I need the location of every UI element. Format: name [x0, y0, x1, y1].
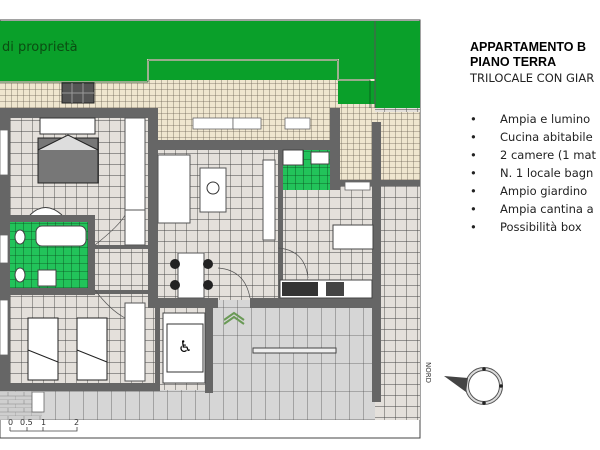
scale-bar — [9, 427, 78, 432]
twin-beds — [27, 317, 108, 381]
scale-tick-05: 0.5 — [20, 418, 33, 427]
compass-label: NORD — [424, 362, 432, 383]
entrance-arrow-icon — [223, 311, 245, 325]
feature-item: •2 camere (1 mat — [470, 148, 597, 162]
listing-title: APPARTAMENTO B — [470, 40, 586, 54]
bathtub — [35, 225, 87, 247]
feature-item: •Ampia cantina a — [470, 202, 594, 216]
garden — [0, 21, 420, 112]
scale-tick-1: 1 — [41, 418, 47, 427]
listing-type: TRILOCALE CON GIAR — [470, 71, 595, 85]
listing-floor: PIANO TERRA — [470, 55, 557, 69]
kitchen-table — [332, 224, 374, 250]
feature-item: •Cucina abitabile — [470, 130, 593, 144]
walls — [0, 108, 420, 402]
dining-table — [177, 252, 205, 299]
scale-tick-0: 0 — [8, 418, 14, 427]
listing-info: APPARTAMENTO B PIANO TERRA TRILOCALE CON… — [470, 40, 600, 236]
coffee-table — [199, 167, 227, 213]
feature-list: •Ampia e lumino •Cucina abitabile •2 cam… — [470, 110, 600, 236]
north-compass-icon — [444, 367, 503, 405]
scale-tick-2: 2 — [74, 418, 80, 427]
wheelchair-icon: ♿ — [178, 337, 192, 356]
feature-item: •N. 1 locale bagn — [470, 166, 594, 180]
feature-item: •Ampio giardino — [470, 184, 588, 198]
sofa — [157, 154, 191, 224]
feature-item: •Possibilità box — [470, 220, 582, 234]
garden-label: di proprietà — [2, 40, 78, 55]
feature-item: •Ampia e lumino — [470, 112, 591, 126]
